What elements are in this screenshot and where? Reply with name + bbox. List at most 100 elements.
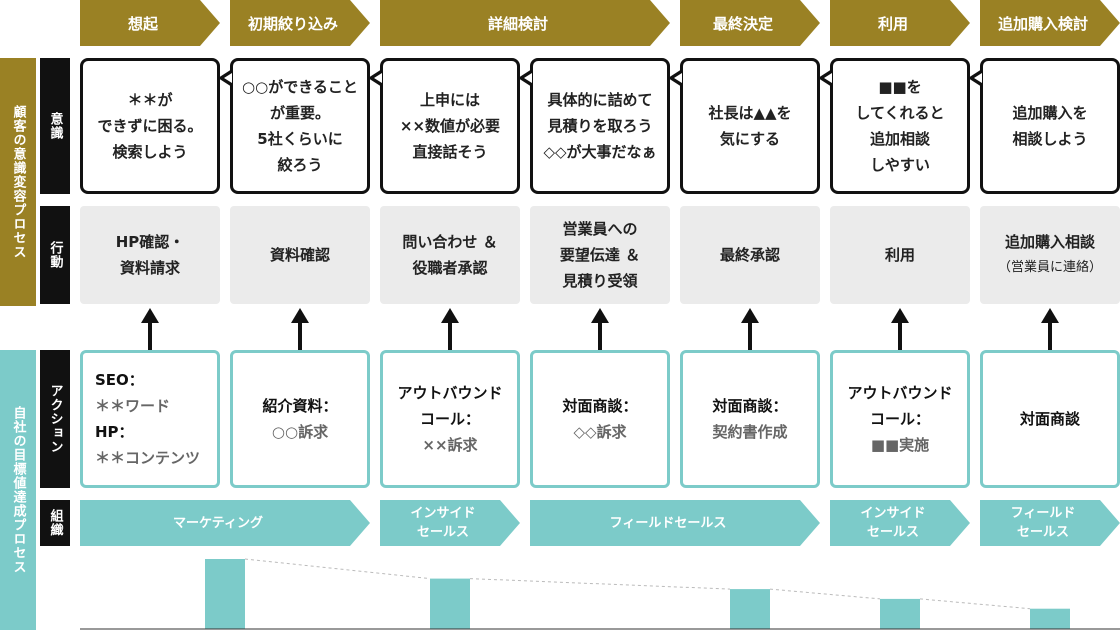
bubble-tail-inner <box>374 73 382 83</box>
action-box: 紹介資料：○○訴求 <box>230 350 370 488</box>
action-line: HP： <box>95 423 134 441</box>
arrow-up-icon <box>1041 308 1059 323</box>
action-box: アウトバウンド コール：××訴求 <box>380 350 520 488</box>
organization-label: フィールドセールス <box>609 515 727 531</box>
action-line: SEO： <box>95 371 144 389</box>
arrow-shaft <box>898 322 902 350</box>
action-line: ＊＊ワード <box>95 397 171 415</box>
behavior-box: 利用 <box>830 206 970 304</box>
behavior-text: 最終承認 <box>719 246 780 264</box>
behavior-subtext: （営業員に連絡） <box>997 260 1102 275</box>
customer-process-label: 顧客の意識変容プロセス <box>0 58 36 306</box>
behavior-box: 追加購入相談 （営業員に連絡） <box>980 206 1120 304</box>
stage-1: 想起 <box>80 0 220 46</box>
behavior-box: HP確認・ 資料請求 <box>80 206 220 304</box>
consciousness-bubble: ■■を してくれると 追加相談 しやすい <box>818 58 970 194</box>
bubble-tail-inner <box>974 73 982 83</box>
funnel-bar-3 <box>730 589 770 629</box>
action-box: 対面商談： 契約書作成 <box>680 350 820 488</box>
stage-label: 追加購入検討 <box>997 14 1088 33</box>
stage-label: 詳細検討 <box>487 14 548 33</box>
arrow-shaft <box>598 322 602 350</box>
action-line: ○○訴求 <box>271 423 329 441</box>
stage-label: 想起 <box>127 14 158 33</box>
bubble-tail-inner <box>524 73 532 83</box>
action-box: アウトバウンド コール： ■■実施 <box>830 350 970 488</box>
action-line: ＊＊コンテンツ <box>95 449 201 467</box>
bubble-tail-inner <box>824 73 832 83</box>
behavior-text: 営業員への 要望伝達 ＆ 見積り受領 <box>559 220 641 290</box>
bubble-tail-inner <box>224 73 232 83</box>
arrow-up-icon <box>291 308 309 323</box>
stage-label: 最終決定 <box>712 14 773 33</box>
funnel-bar-2 <box>430 578 470 629</box>
arrow-up-icon <box>141 308 159 323</box>
consciousness-bubble: 上申には ××数値が必要 直接話そう <box>368 58 520 194</box>
funnel-bar-1 <box>205 559 245 629</box>
action-box: 対面商談： ◇◇訴求 <box>530 350 670 488</box>
funnel-connector <box>919 598 1031 610</box>
arrow-shaft <box>298 322 302 350</box>
organization-label: マーケティング <box>173 515 263 531</box>
arrow-up-icon <box>741 308 759 323</box>
consciousness-text: 具体的に詰めて 見積りを取ろう ◇◇が大事だなぁ <box>543 91 657 161</box>
behavior-box: 資料確認 <box>230 206 370 304</box>
funnel-chart <box>80 558 1120 630</box>
organization-1: マーケティング <box>80 500 370 546</box>
stage-label: 初期絞り込み <box>247 14 338 33</box>
consciousness-bubble: 社長は▲▲を 気にする <box>668 58 820 194</box>
bubble-tail-inner <box>674 73 682 83</box>
funnel-connector <box>469 578 731 590</box>
behavior-box: 問い合わせ ＆ 役職者承認 <box>380 206 520 304</box>
consciousness-bubble: 具体的に詰めて 見積りを取ろう ◇◇が大事だなぁ <box>518 58 670 194</box>
action-line: 契約書作成 <box>712 423 788 441</box>
consciousness-text: ＊＊が できずに困る。 検索しよう <box>97 91 203 161</box>
organization-5: フィールド セールス <box>980 500 1120 546</box>
consciousness-text: 上申には ××数値が必要 直接話そう <box>399 91 501 161</box>
organization-3: フィールドセールス <box>530 500 820 546</box>
stage-4: 最終決定 <box>680 0 820 46</box>
behavior-text: 追加購入相談 <box>1004 233 1095 251</box>
consciousness-text: 追加購入を 相談しよう <box>1012 104 1088 148</box>
consciousness-bubble: ＊＊が できずに困る。 検索しよう <box>80 58 220 194</box>
arrow-up-icon <box>441 308 459 323</box>
action-line: ◇◇訴求 <box>573 423 627 441</box>
behavior-text: HP確認・ 資料請求 <box>115 233 185 277</box>
organization-label: 組織 <box>40 500 70 546</box>
arrow-shaft <box>1048 322 1052 350</box>
behavior-text: 利用 <box>884 246 915 264</box>
funnel-bar-4 <box>880 598 920 629</box>
action-line: 対面商談： <box>712 397 788 415</box>
stage-2: 初期絞り込み <box>230 0 370 46</box>
behavior-box: 営業員への 要望伝達 ＆ 見積り受領 <box>530 206 670 304</box>
arrow-up-icon <box>591 308 609 323</box>
consciousness-bubble: 追加購入を 相談しよう <box>968 58 1120 194</box>
arrow-up-icon <box>891 308 909 323</box>
company-process-label: 自社の目標値達成プロセス <box>0 350 36 630</box>
action-line: 対面商談： <box>562 397 638 415</box>
action-box: 対面商談 <box>980 350 1120 488</box>
stage-6: 追加購入検討 <box>980 0 1120 46</box>
behavior-text: 問い合わせ ＆ 役職者承認 <box>402 233 498 277</box>
consciousness-text: ■■を してくれると 追加相談 しやすい <box>855 78 945 174</box>
organization-label: インサイド セールス <box>410 506 476 540</box>
action-line: アウトバウンド コール： <box>847 384 953 428</box>
arrow-shaft <box>148 322 152 350</box>
consciousness-text: 社長は▲▲を 気にする <box>708 104 792 148</box>
action-line: ■■実施 <box>870 436 930 454</box>
behavior-text: 資料確認 <box>269 246 330 264</box>
organization-2: インサイド セールス <box>380 500 520 546</box>
action-box: SEO： ＊＊ワード HP： ＊＊コンテンツ <box>80 350 220 488</box>
stage-3: 詳細検討 <box>380 0 670 46</box>
consciousness-text: ○○ができること が重要。 5社くらいに 絞ろう <box>242 78 358 174</box>
action-label: アクション <box>40 350 70 488</box>
arrow-shaft <box>748 322 752 350</box>
stage-5: 利用 <box>830 0 970 46</box>
funnel-connector <box>244 558 431 580</box>
organization-label: インサイド セールス <box>860 506 926 540</box>
action-line: ××訴求 <box>422 436 478 454</box>
stage-label: 利用 <box>877 14 908 33</box>
arrow-shaft <box>448 322 452 350</box>
behavior-label: 行動 <box>40 206 70 304</box>
consciousness-label: 意識 <box>40 58 70 194</box>
